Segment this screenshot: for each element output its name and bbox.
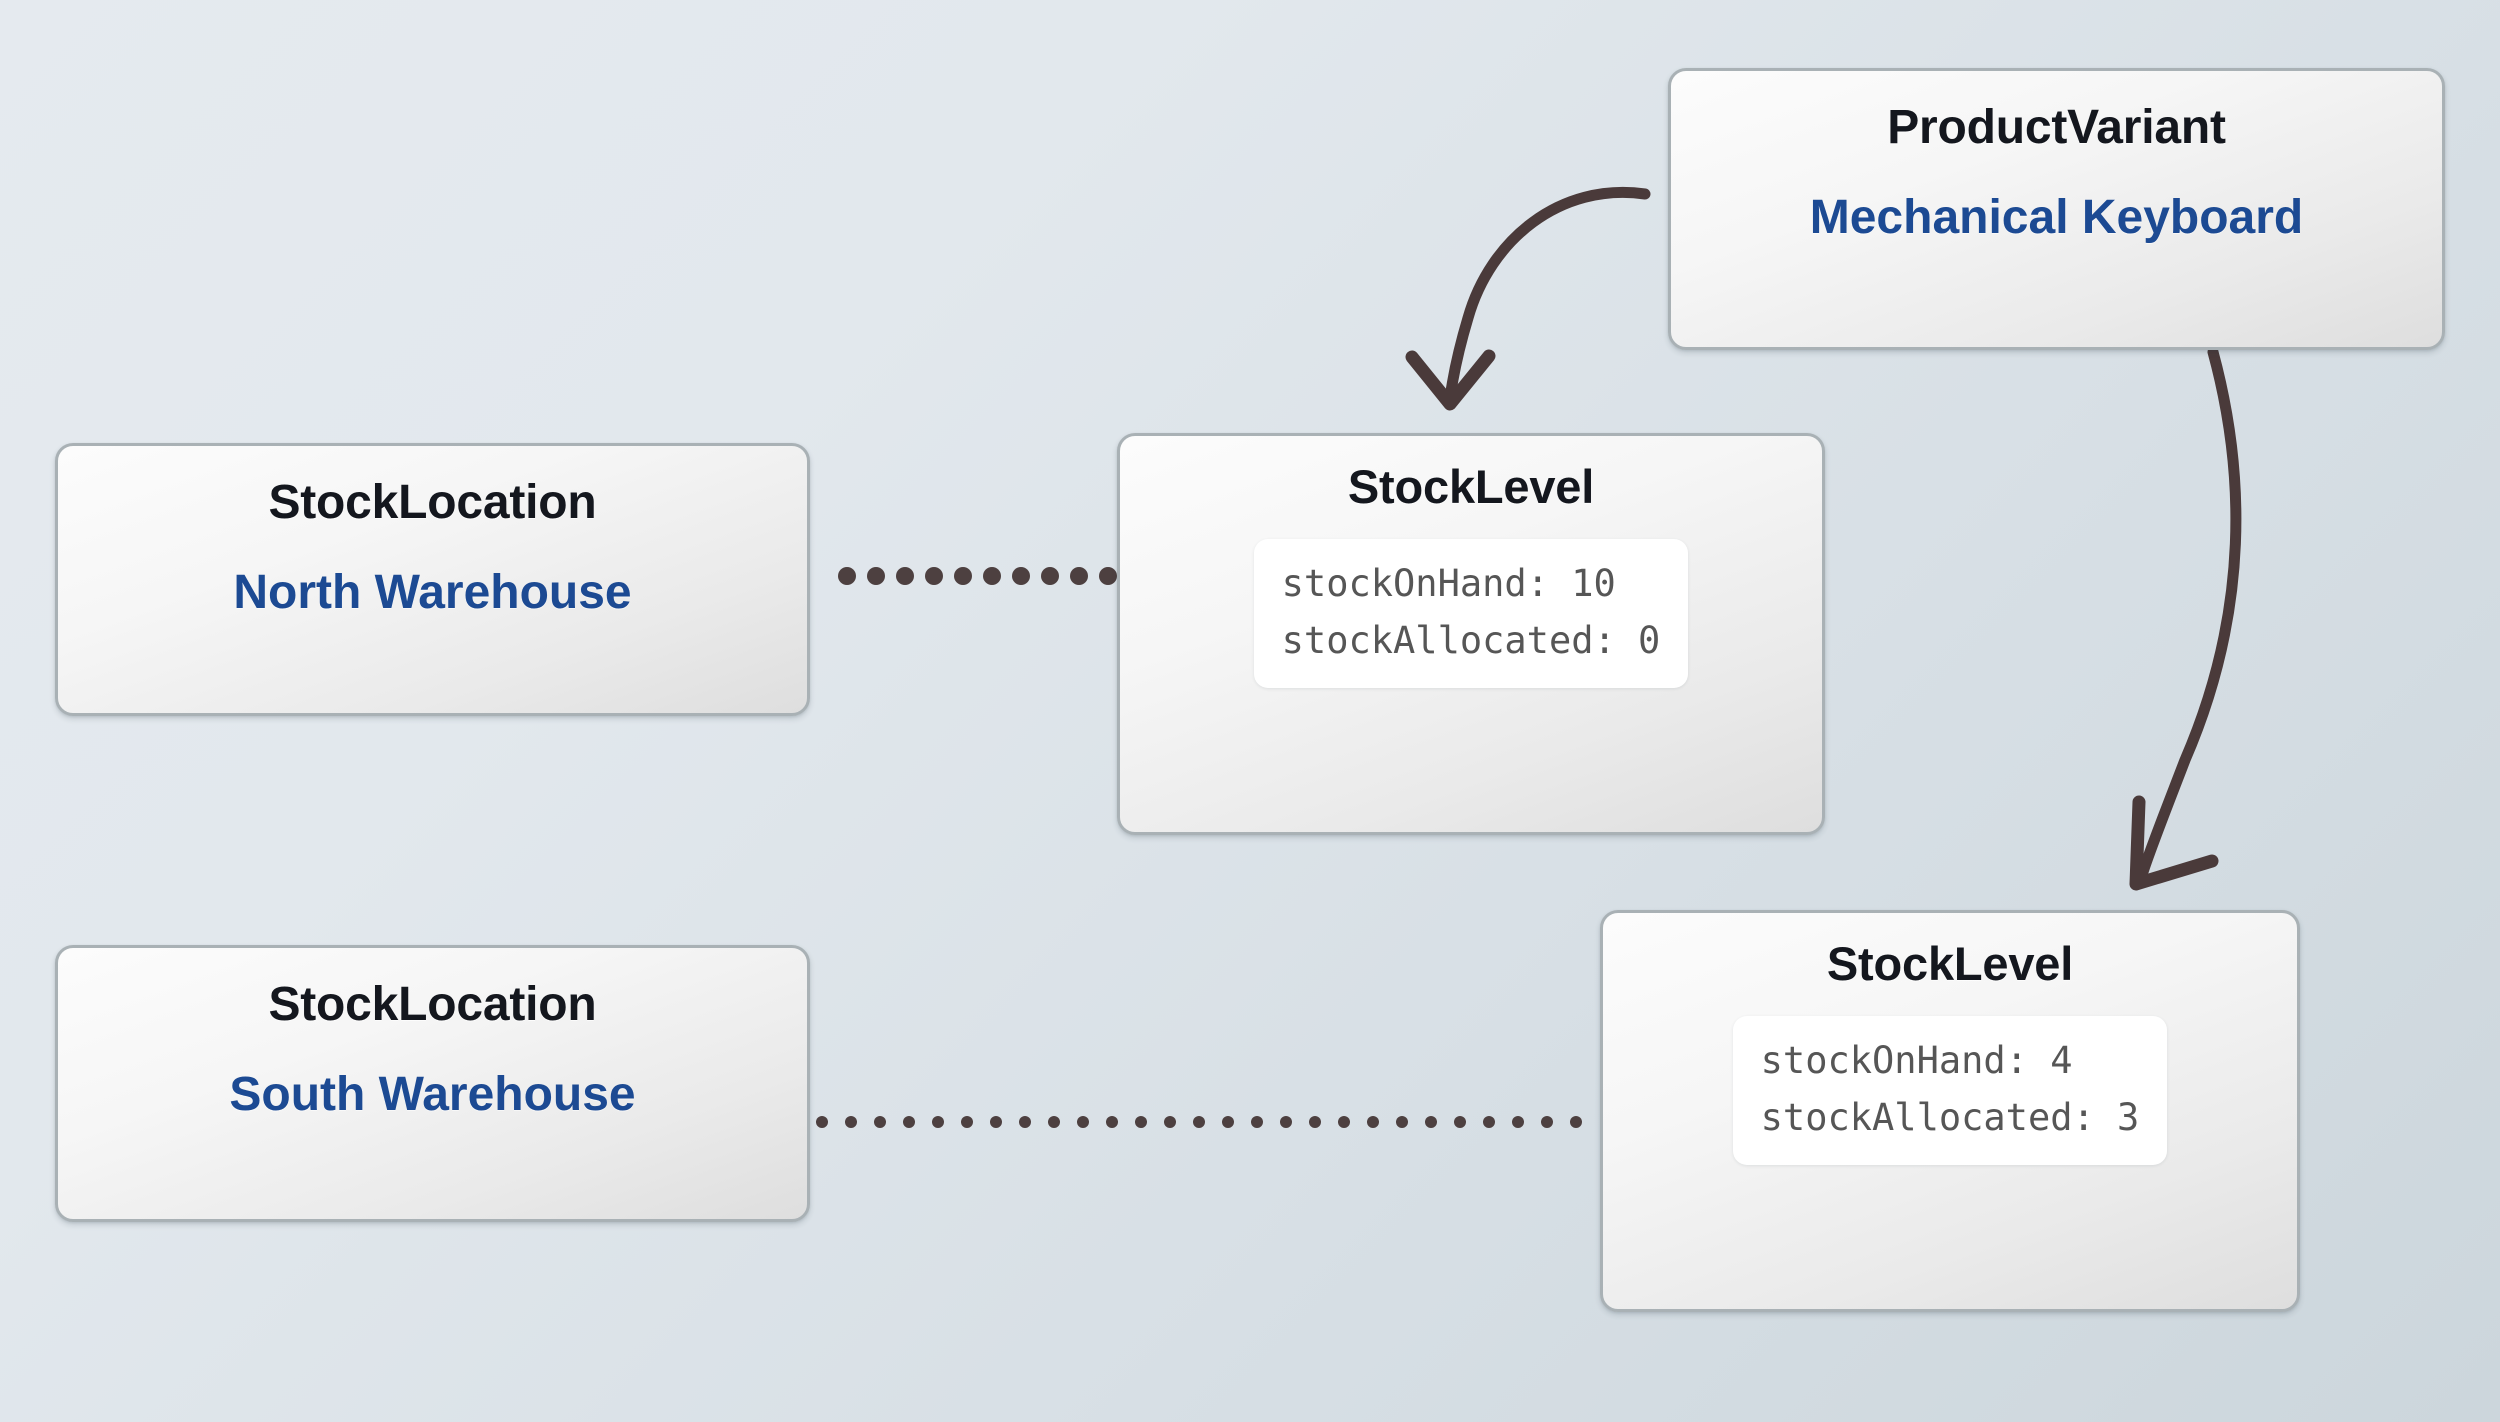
node-stock-level-north-type: StockLevel bbox=[1347, 460, 1595, 513]
node-stock-location-north[interactable]: StockLocation North Warehouse bbox=[55, 443, 810, 716]
edge-variant-to-level-north-arrow bbox=[1405, 187, 1651, 411]
field-stock-allocated: stockAllocated: 0 bbox=[1281, 618, 1661, 662]
node-stock-location-south[interactable]: StockLocation South Warehouse bbox=[55, 945, 810, 1222]
field-stock-on-hand: stockOnHand: 4 bbox=[1760, 1039, 2073, 1083]
node-stock-level-south-type: StockLevel bbox=[1826, 937, 2074, 990]
node-product-variant-type: ProductVariant bbox=[1887, 101, 2226, 154]
node-stock-level-north[interactable]: StockLevel stockOnHand: 10 stockAllocate… bbox=[1117, 433, 1825, 835]
node-stock-level-north-fields: stockOnHand: 10 stockAllocated: 0 bbox=[1253, 539, 1689, 688]
node-stock-location-north-name: North Warehouse bbox=[233, 566, 632, 620]
edge-variant-to-level-south-arrow bbox=[2129, 346, 2242, 891]
node-stock-level-south[interactable]: StockLevel stockOnHand: 4 stockAllocated… bbox=[1600, 910, 2300, 1312]
node-stock-location-south-type: StockLocation bbox=[268, 978, 597, 1031]
node-stock-level-south-fields: stockOnHand: 4 stockAllocated: 3 bbox=[1732, 1016, 2168, 1165]
field-stock-on-hand: stockOnHand: 10 bbox=[1281, 562, 1616, 606]
node-stock-location-south-name: South Warehouse bbox=[229, 1068, 636, 1122]
edge-south-location-to-level-dotted bbox=[816, 1116, 1582, 1128]
node-product-variant-name: Mechanical Keyboard bbox=[1809, 191, 2304, 245]
node-stock-location-north-type: StockLocation bbox=[268, 476, 597, 529]
field-stock-allocated: stockAllocated: 3 bbox=[1760, 1095, 2140, 1139]
node-product-variant[interactable]: ProductVariant Mechanical Keyboard bbox=[1668, 68, 2445, 350]
edge-north-location-to-level-dotted bbox=[838, 567, 1117, 585]
